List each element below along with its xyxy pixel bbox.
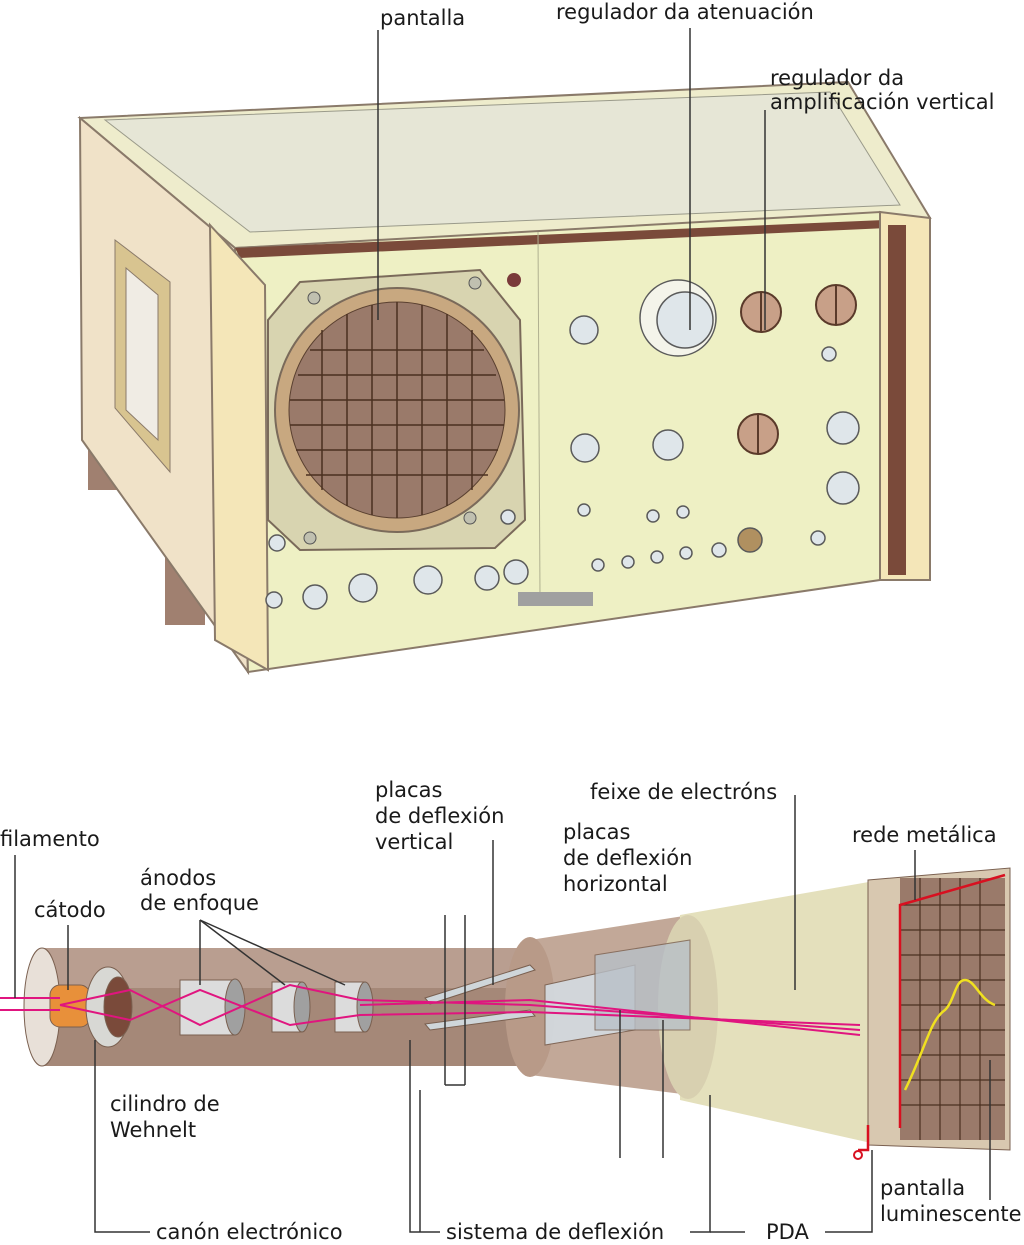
label-horizontal-plates-2: de deflexión <box>563 846 693 870</box>
label-luminescent-screen-1: pantalla <box>880 1176 966 1200</box>
label-wehnelt-2: Wehnelt <box>110 1118 197 1142</box>
label-vertical-plates-1: placas <box>375 778 443 802</box>
label-horizontal-plates-3: horizontal <box>563 872 668 896</box>
label-pda: PDA <box>766 1220 809 1244</box>
label-filament: filamento <box>0 827 100 851</box>
electron-beam <box>0 983 861 1036</box>
label-vertical-amp-line1: regulador da <box>770 66 905 90</box>
label-attenuation-regulator: regulador da atenuación <box>556 0 814 24</box>
label-deflection-system: sistema de deflexión <box>446 1220 665 1244</box>
bottom-leader-lines <box>14 795 991 1233</box>
label-vertical-plates-2: de deflexión <box>375 804 505 828</box>
label-focus-anodes-1: ánodos <box>140 866 217 890</box>
label-wehnelt-1: cilindro de <box>110 1092 220 1116</box>
top-leader-lines <box>377 28 766 330</box>
oscilloscope-screen <box>267 268 527 552</box>
label-metal-mesh: rede metálica <box>852 823 997 847</box>
label-luminescent-screen-2: luminescente <box>880 1202 1022 1226</box>
label-cathode: cátodo <box>34 898 106 922</box>
label-electron-beam: feixe de electróns <box>590 780 778 804</box>
label-horizontal-plates-1: placas <box>563 820 631 844</box>
label-vertical-amp-line2: amplificación vertical <box>770 90 995 114</box>
control-knobs <box>265 279 860 610</box>
label-pantalla: pantalla <box>380 6 466 30</box>
label-vertical-plates-3: vertical <box>375 830 454 854</box>
slotted-knobs <box>737 284 857 455</box>
label-electron-gun: canón electrónico <box>156 1220 343 1244</box>
label-focus-anodes-2: de enfoque <box>140 891 259 915</box>
